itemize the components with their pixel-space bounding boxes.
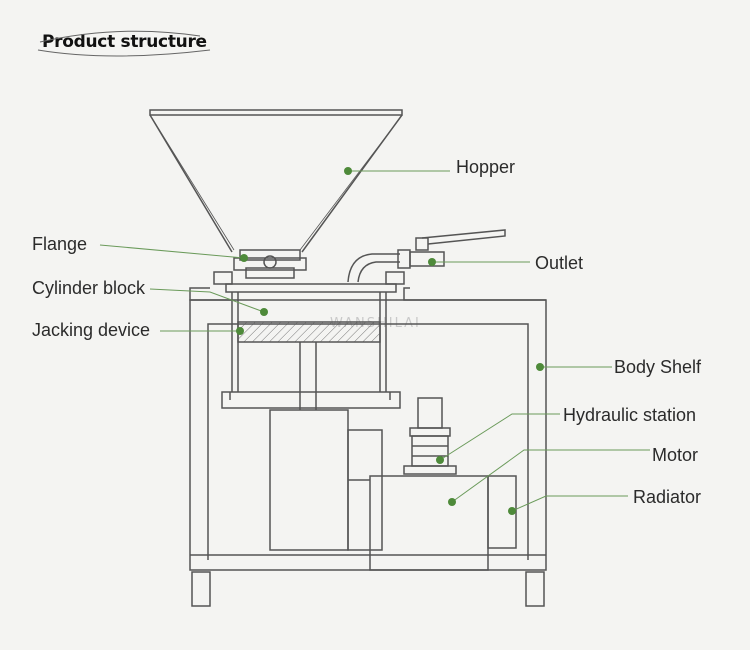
dot-jacking-device — [236, 327, 244, 335]
dot-body-shelf — [536, 363, 544, 371]
dot-hopper — [344, 167, 352, 175]
dot-hydraulic-station — [436, 456, 444, 464]
flange-shape — [233, 249, 307, 279]
label-flange: Flange — [32, 234, 88, 254]
label-outlet: Outlet — [535, 253, 584, 273]
dot-flange — [240, 254, 248, 262]
hopper-shape — [149, 109, 403, 253]
label-body-shelf: Body Shelf — [614, 357, 702, 377]
hydraulic-cylinder-shape — [269, 409, 383, 551]
jacking-device-shape — [221, 321, 401, 410]
label-radiator: Radiator — [633, 487, 702, 507]
label-hopper: Hopper — [456, 157, 516, 177]
page-title: Product structure — [42, 32, 207, 52]
dot-motor — [448, 498, 456, 506]
label-hydraulic-station: Hydraulic station — [563, 405, 697, 425]
leader-cylinder-block — [149, 288, 265, 313]
motor-shape — [403, 397, 457, 475]
label-jacking-device: Jacking device — [32, 320, 151, 340]
leader-flange — [99, 244, 245, 259]
label-cylinder-block: Cylinder block — [32, 278, 146, 298]
leader-hydraulic-station — [439, 413, 560, 461]
dot-radiator — [508, 507, 516, 515]
body-shelf-shape — [189, 299, 547, 607]
outlet-shape — [347, 229, 506, 283]
hydraulic-station-shape — [369, 475, 489, 571]
dot-cylinder-block — [260, 308, 268, 316]
label-motor: Motor — [652, 445, 699, 465]
radiator-shape — [487, 475, 517, 549]
leader-radiator — [511, 495, 628, 512]
leader-motor — [451, 449, 650, 503]
title-swoosh — [39, 30, 201, 43]
dot-outlet — [428, 258, 436, 266]
